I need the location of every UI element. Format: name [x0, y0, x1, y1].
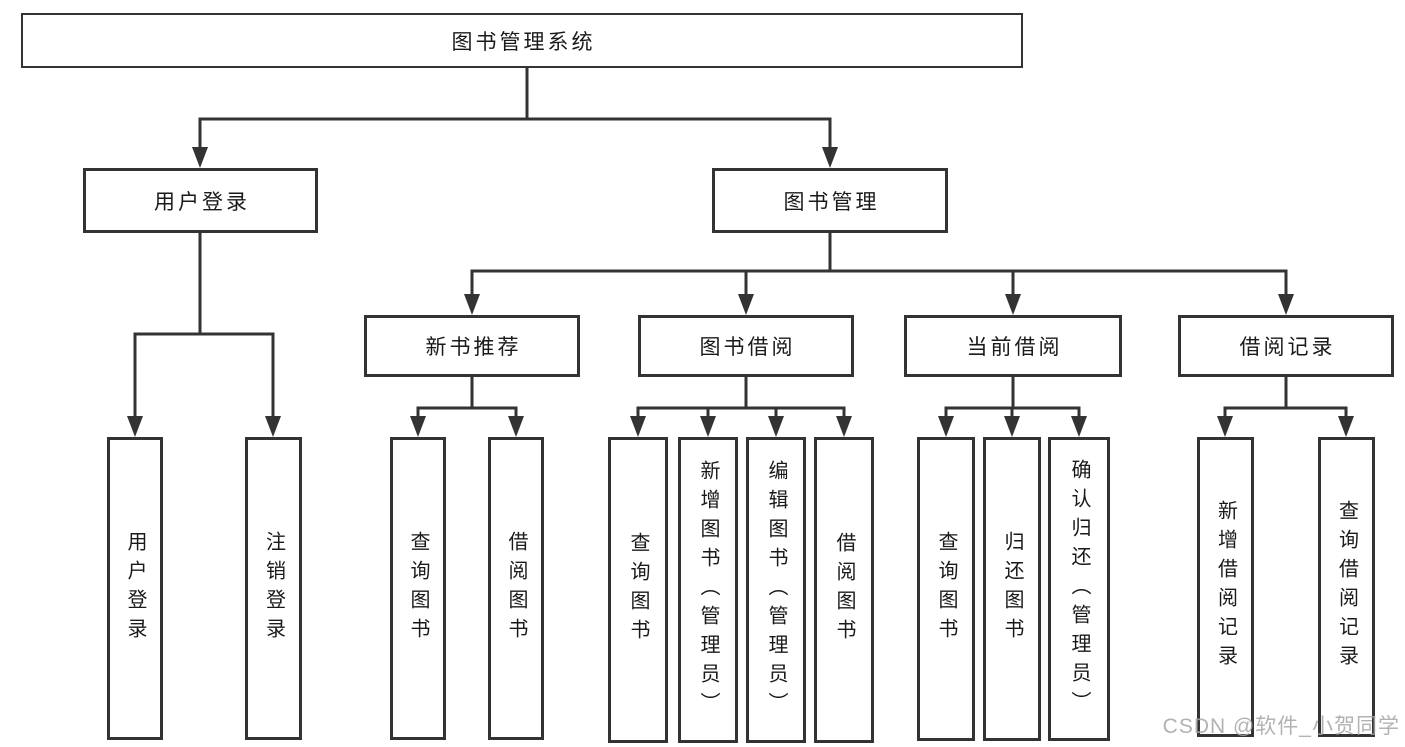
- leaf-borrow-books-recommend-label: 借阅图书: [505, 530, 527, 647]
- leaf-borrow-books-label: 借阅图书: [833, 532, 855, 648]
- node-current-borrow: 当前借阅: [904, 315, 1122, 377]
- node-root-system: 图书管理系统: [21, 13, 1023, 68]
- leaf-user-login: 用户登录: [107, 437, 163, 740]
- node-user-login: 用户登录: [83, 168, 318, 233]
- leaf-borrow-books: 借阅图书: [814, 437, 874, 743]
- leaf-return-books-label: 归还图书: [1001, 531, 1023, 647]
- node-book-borrow: 图书借阅: [638, 315, 854, 377]
- node-book-management: 图书管理: [712, 168, 948, 233]
- leaf-add-borrow-record: 新增借阅记录: [1197, 437, 1254, 737]
- leaf-add-borrow-record-label: 新增借阅记录: [1214, 500, 1237, 674]
- leaf-borrow-books-recommend: 借阅图书: [488, 437, 544, 740]
- leaf-add-books-admin: 新增图书（管理员）: [678, 437, 738, 743]
- watermark: CSDN @软件_小贺同学: [1162, 715, 1400, 738]
- leaf-query-books-borrow-label: 查询图书: [627, 532, 649, 648]
- leaf-query-books-recommend: 查询图书: [390, 437, 446, 740]
- leaf-confirm-return-admin: 确认归还（管理员）: [1048, 437, 1110, 741]
- leaf-add-books-admin-label: 新增图书（管理员）: [697, 459, 719, 721]
- leaf-confirm-return-admin-label: 确认归还（管理员）: [1068, 458, 1090, 720]
- leaf-user-login-label: 用户登录: [124, 530, 146, 647]
- leaf-logout-label: 注销登录: [262, 530, 285, 647]
- leaf-edit-books-admin-label: 编辑图书（管理员）: [765, 459, 787, 721]
- leaf-query-books-current: 查询图书: [917, 437, 975, 741]
- leaf-query-books-borrow: 查询图书: [608, 437, 668, 743]
- leaf-query-books-current-label: 查询图书: [935, 531, 957, 647]
- leaf-logout: 注销登录: [245, 437, 302, 740]
- leaf-query-books-recommend-label: 查询图书: [407, 530, 429, 647]
- node-new-book-recommend: 新书推荐: [364, 315, 580, 377]
- leaf-query-borrow-record-label: 查询借阅记录: [1335, 500, 1358, 674]
- leaf-edit-books-admin: 编辑图书（管理员）: [746, 437, 806, 743]
- leaf-query-borrow-record: 查询借阅记录: [1318, 437, 1375, 737]
- arrowheads: [127, 147, 1354, 437]
- leaf-return-books: 归还图书: [983, 437, 1041, 741]
- node-borrow-records: 借阅记录: [1178, 315, 1394, 377]
